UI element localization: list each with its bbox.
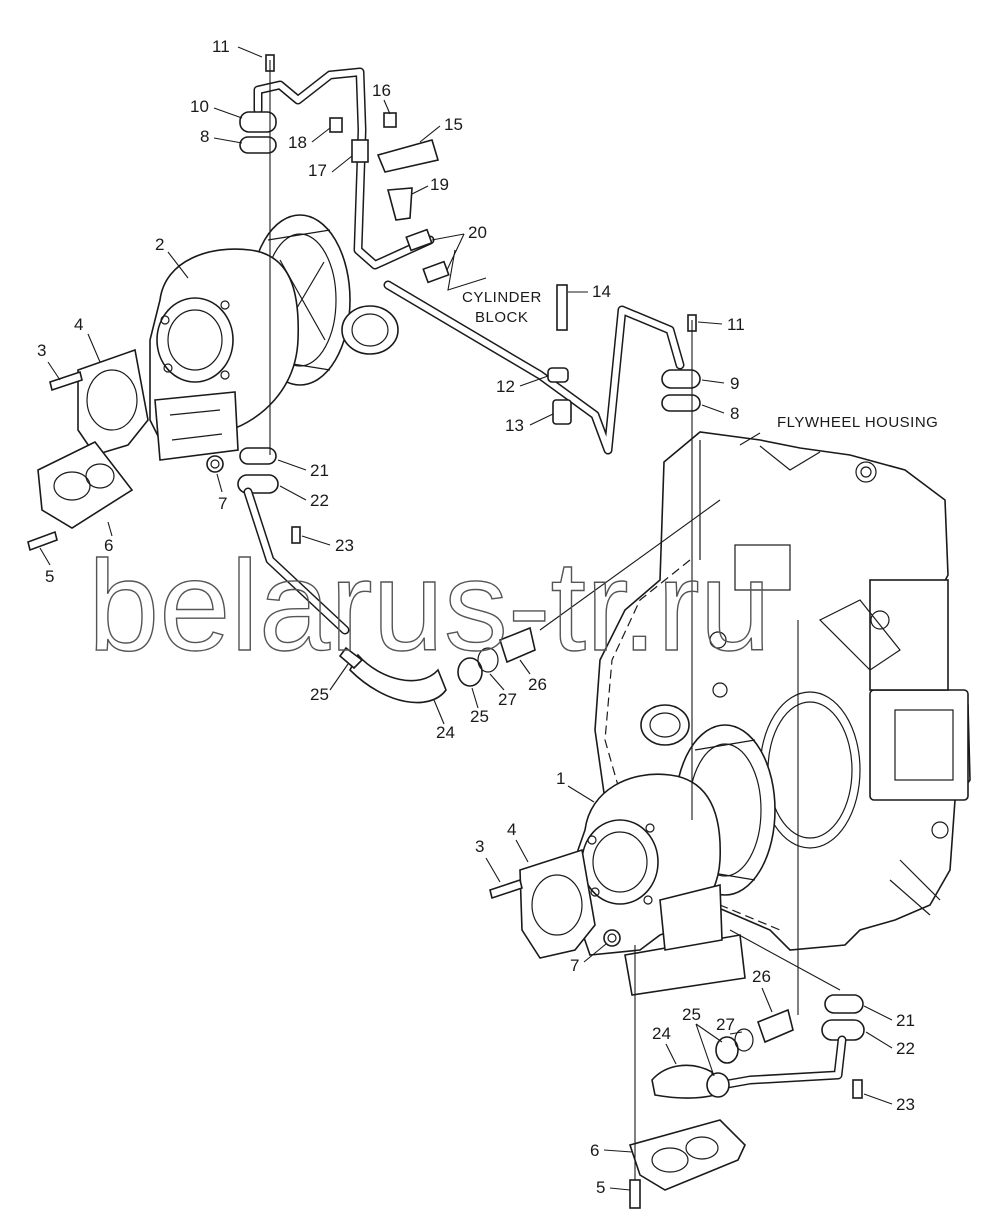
callout-23: 23 bbox=[335, 536, 354, 555]
watermark: belarus-tr.ru bbox=[88, 535, 771, 678]
callout-21-lower: 21 bbox=[896, 1011, 915, 1030]
oil-drain-line-lower bbox=[651, 994, 865, 1099]
turbocharger-upper bbox=[27, 214, 399, 552]
callout-20: 20 bbox=[468, 223, 487, 242]
callout-11: 11 bbox=[212, 37, 230, 56]
callout-26-lower: 26 bbox=[752, 967, 771, 986]
callout-5: 5 bbox=[45, 567, 54, 586]
callout-8b: 8 bbox=[730, 404, 739, 423]
callout-15: 15 bbox=[444, 115, 463, 134]
callout-6-lower: 6 bbox=[590, 1141, 599, 1160]
callout-16: 16 bbox=[372, 81, 391, 100]
callout-1: 1 bbox=[556, 769, 565, 788]
callout-27-lower: 27 bbox=[716, 1015, 735, 1034]
callout-3: 3 bbox=[37, 341, 46, 360]
callout-9: 9 bbox=[730, 374, 739, 393]
cylinder-block-label-line1: CYLINDER bbox=[462, 289, 542, 306]
callout-23-lower: 23 bbox=[896, 1095, 915, 1114]
cylinder-block-label-line2: BLOCK bbox=[475, 309, 528, 326]
callout-21: 21 bbox=[310, 461, 329, 480]
callout-25-lower: 25 bbox=[682, 1005, 701, 1024]
callout-11b: 11 bbox=[727, 315, 745, 334]
callout-8: 8 bbox=[200, 127, 209, 146]
assembly-center-lines bbox=[269, 60, 841, 1180]
callout-4-lower: 4 bbox=[507, 820, 516, 839]
callout-25b: 25 bbox=[470, 707, 489, 726]
callout-7-lower: 7 bbox=[570, 956, 579, 975]
callout-4: 4 bbox=[74, 315, 83, 334]
callout-22: 22 bbox=[310, 491, 329, 510]
callout-2: 2 bbox=[155, 235, 164, 254]
callout-18: 18 bbox=[288, 133, 307, 152]
callout-22-lower: 22 bbox=[896, 1039, 915, 1058]
flywheel-housing-label: FLYWHEEL HOUSING bbox=[777, 414, 938, 431]
callout-17: 17 bbox=[308, 161, 327, 180]
callout-24-lower: 24 bbox=[652, 1024, 671, 1043]
callout-26: 26 bbox=[528, 675, 547, 694]
turbocharger-lower bbox=[489, 704, 776, 1209]
callout-13: 13 bbox=[505, 416, 524, 435]
callout-10: 10 bbox=[190, 97, 209, 116]
callout-7: 7 bbox=[218, 494, 227, 513]
oil-drain-line-upper bbox=[237, 447, 536, 704]
callout-27: 27 bbox=[498, 690, 517, 709]
callout-14: 14 bbox=[592, 282, 611, 301]
callout-5-lower: 5 bbox=[596, 1178, 605, 1197]
callout-3-lower: 3 bbox=[475, 837, 484, 856]
callout-19: 19 bbox=[430, 175, 449, 194]
callout-6: 6 bbox=[104, 536, 113, 555]
callout-25a: 25 bbox=[310, 685, 329, 704]
callouts-upper: 11 10 8 16 15 18 17 19 20 2 4 3 14 11 9 … bbox=[37, 37, 745, 742]
callout-12: 12 bbox=[496, 377, 515, 396]
callout-24: 24 bbox=[436, 723, 455, 742]
callouts-lower: 1 4 3 7 26 21 27 25 22 24 23 6 5 bbox=[475, 769, 915, 1197]
